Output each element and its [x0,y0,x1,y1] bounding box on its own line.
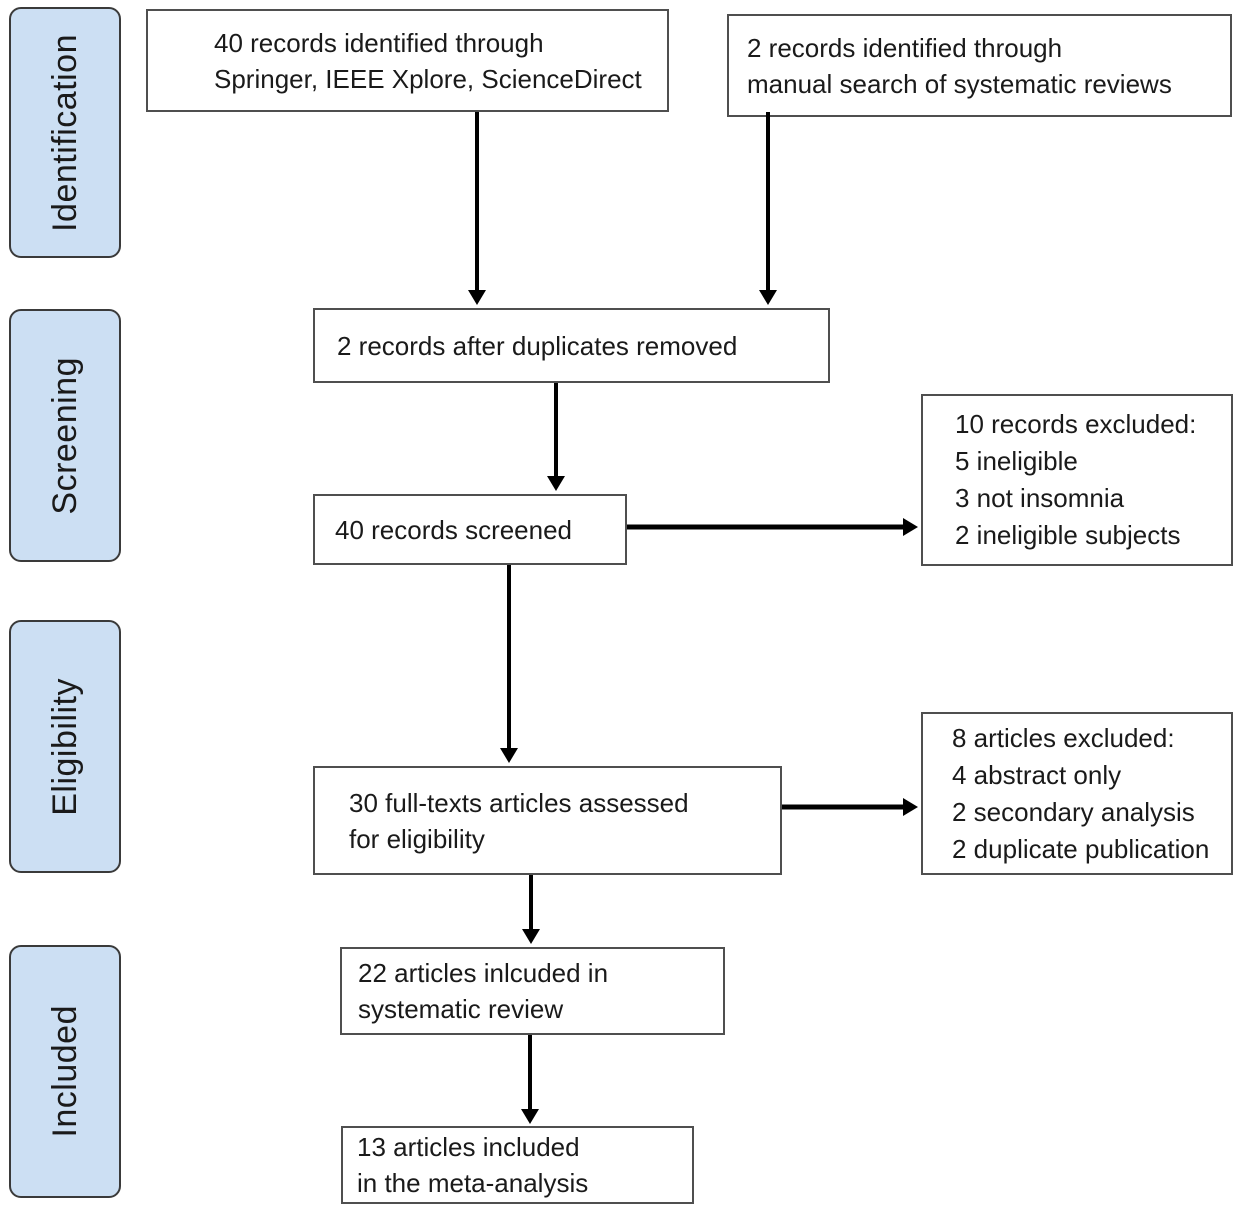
box-text-line: 30 full-texts articles assessed [349,787,689,818]
arrow-screened-to-excluded [627,518,918,536]
arrow-shaft [507,565,511,749]
arrow-systematic-to-meta [521,1035,539,1124]
box-text-line: 2 ineligible subjects [955,520,1181,550]
arrow-shaft [554,383,558,477]
box-records-after-duplicates: 2 records after duplicates removed [313,308,830,383]
arrow-fulltext-to-systematic [522,875,540,944]
box-text-line: 2 records identified through [747,32,1063,63]
box-text-line: 13 articles included [357,1132,580,1162]
arrow-databases-to-duplicates [468,112,486,305]
box-text-line: 40 records identified through [214,27,544,58]
box-text-line: 40 records screened [335,514,573,545]
arrow-shaft [627,524,905,530]
arrow-screened-to-fulltext [500,565,518,763]
arrow-shaft [528,1035,532,1110]
arrow-right-head [903,518,918,536]
box-fulltext-assessed: 30 full-texts articles assessed for elig… [313,766,782,875]
box-text-line: 2 duplicate publication [952,833,1210,864]
box-records-screened: 40 records screened [313,494,627,565]
arrow-down-head [522,929,540,944]
box-records-identified-databases: 40 records identified through Springer, … [146,9,669,112]
box-included-systematic-review: 22 articles inlcuded in systematic revie… [340,947,725,1035]
arrow-shaft [475,112,479,291]
stage-eligibility-label: Eligibility [45,677,84,816]
box-text-line: 2 records after duplicates removed [337,330,738,361]
arrow-down-head [759,290,777,305]
box-included-meta-analysis: 13 articles included in the meta-analysi… [341,1126,694,1204]
stage-included-label: Included [45,1005,84,1138]
box-text-line: 8 articles excluded: [952,722,1175,753]
stage-eligibility: Eligibility [9,620,121,873]
box-text-line: Springer, IEEE Xplore, ScienceDirect [214,63,642,94]
box-text-line: systematic review [358,994,564,1024]
box-text-line: in the meta-analysis [357,1168,589,1198]
box-text-line: for eligibility [349,823,485,854]
arrow-right-head [903,798,918,816]
box-text-line: 2 secondary analysis [952,796,1195,827]
box-text-line: 5 ineligible [955,446,1078,476]
arrow-fulltext-to-excluded [782,798,918,816]
stage-identification-label: Identification [45,33,84,232]
arrow-down-head [468,290,486,305]
arrow-duplicates-to-screened [547,383,565,491]
box-records-identified-manual: 2 records identified through manual sear… [727,14,1232,117]
stage-screening: Screening [9,309,121,562]
box-text-line: 3 not insomnia [955,483,1125,513]
arrow-shaft [766,112,770,291]
box-text-line: 10 records excluded: [955,409,1197,439]
box-text-line: 22 articles inlcuded in [358,958,609,988]
box-text-line: manual search of systematic reviews [747,68,1172,99]
stage-identification: Identification [9,7,121,258]
stage-screening-label: Screening [45,356,84,515]
box-text-line: 4 abstract only [952,759,1122,790]
box-articles-excluded: 8 articles excluded: 4 abstract only 2 s… [921,712,1233,875]
arrow-shaft [782,804,905,810]
arrow-down-head [500,748,518,763]
box-records-excluded: 10 records excluded: 5 ineligible 3 not … [921,394,1233,566]
arrow-down-head [547,476,565,491]
arrow-shaft [529,875,533,930]
stage-included: Included [9,945,121,1198]
arrow-down-head [521,1109,539,1124]
arrow-manual-to-duplicates [759,112,777,305]
